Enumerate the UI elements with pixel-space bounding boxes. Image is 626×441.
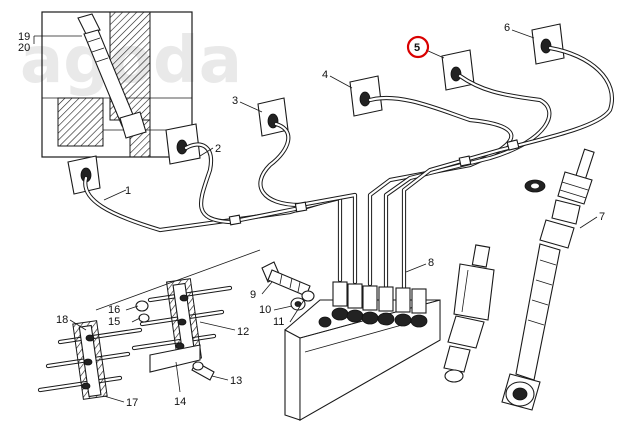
bracket-6	[531, 23, 565, 65]
leader-lines	[33, 29, 598, 403]
banjo-bolt-assembly	[261, 261, 315, 311]
bracket-4	[349, 75, 383, 117]
injector	[501, 148, 595, 411]
injection-pump	[284, 281, 441, 421]
bracket-2	[165, 123, 201, 165]
callout-8: 8	[428, 257, 434, 269]
highlighted-callout-5[interactable]: 5	[406, 35, 430, 59]
callout-12: 12	[237, 326, 249, 338]
callout-4: 4	[322, 69, 328, 81]
callout-15: 15	[108, 316, 120, 328]
callout-19: 19	[18, 31, 30, 43]
callout-14: 14	[174, 396, 186, 408]
inset-hatched-block	[57, 97, 104, 147]
callout-5: 5	[414, 42, 420, 54]
callout-13: 13	[230, 375, 242, 387]
clamp-left	[37, 320, 143, 400]
highlight-ring	[406, 35, 430, 59]
callout-11: 11	[273, 316, 284, 328]
injection-pipes	[83, 45, 614, 291]
bracket-1	[67, 155, 101, 195]
delivery-valves	[318, 281, 428, 328]
callout-17: 17	[126, 397, 138, 409]
callout-6: 6	[504, 22, 510, 34]
callout-1: 1	[125, 185, 131, 197]
clamp-right	[131, 278, 233, 373]
nozzle-holder	[443, 244, 495, 383]
callout-16: 16	[108, 304, 120, 316]
callout-2: 2	[215, 143, 221, 155]
callout-18: 18	[56, 314, 68, 326]
callouts: 19 20 1 2 3 4 6 7 8 9 10 11 12 13 14 15 …	[18, 22, 605, 409]
callout-10: 10	[259, 304, 271, 316]
callout-3: 3	[232, 95, 238, 107]
inset-bolt	[77, 13, 147, 139]
callout-7: 7	[599, 211, 605, 223]
pipe-clamp-assembly	[37, 278, 233, 400]
callout-20: 20	[18, 42, 30, 54]
inset-detail	[41, 11, 193, 158]
callout-9: 9	[250, 289, 256, 301]
